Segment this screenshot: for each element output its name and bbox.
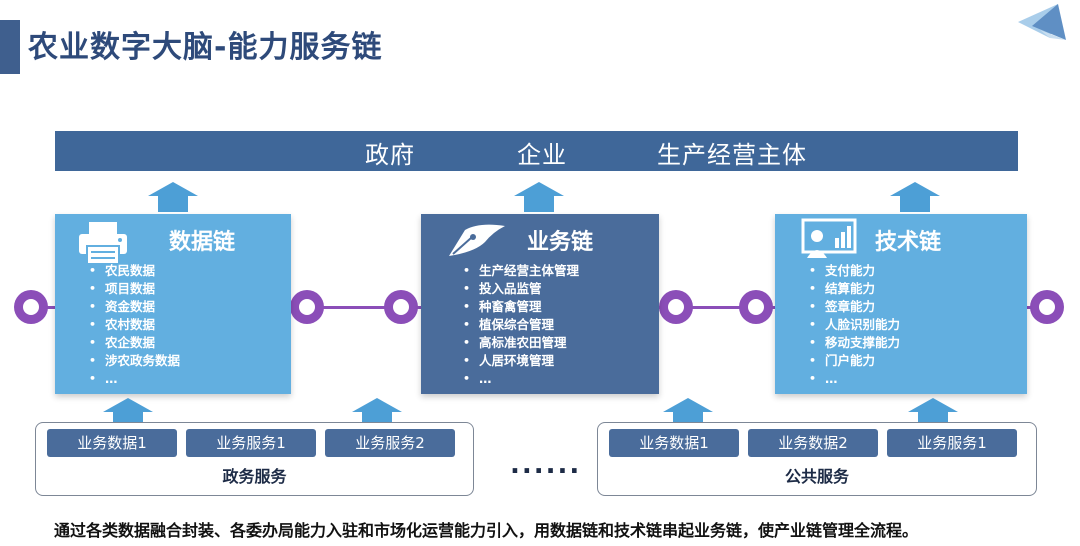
list-item: 生产经营主体管理 xyxy=(463,262,579,280)
chain-ring xyxy=(659,290,693,324)
list-item: … xyxy=(463,370,579,388)
gov-chip: 业务服务2 xyxy=(325,429,455,457)
list-item: 结算能力 xyxy=(809,280,900,298)
gov-services-label: 政务服务 xyxy=(222,467,287,486)
public-services-group: 业务数据1 业务数据2 业务服务1 公共服务 xyxy=(597,422,1037,496)
list-item: 高标准农田管理 xyxy=(463,334,579,352)
public-chip: 业务数据2 xyxy=(748,429,878,457)
list-item: 支付能力 xyxy=(809,262,900,280)
list-item: 农企数据 xyxy=(89,334,180,352)
list-item: 项目数据 xyxy=(89,280,180,298)
list-item: 农民数据 xyxy=(89,262,180,280)
banner-producer: 生产经营主体 xyxy=(657,141,807,169)
list-item: 植保综合管理 xyxy=(463,316,579,334)
stakeholder-banner: 政府 企业 生产经营主体 xyxy=(55,131,1018,171)
list-item: 移动支撑能力 xyxy=(809,334,900,352)
title-accent-bar xyxy=(0,20,20,74)
data-chain-list: 农民数据 项目数据 资金数据 农村数据 农企数据 涉农政务数据 … xyxy=(75,262,180,388)
public-chip: 业务服务1 xyxy=(887,429,1017,457)
data-chain-title: 数据链 xyxy=(169,230,236,255)
list-item: 农村数据 xyxy=(89,316,180,334)
up-arrow xyxy=(890,182,940,212)
footer-summary: 通过各类数据融合封装、各委办局能力入驻和市场化运营能力引入，用数据链和技术链串起… xyxy=(54,521,919,540)
up-arrow xyxy=(514,182,564,212)
banner-government: 政府 xyxy=(365,141,415,169)
list-item: 涉农政务数据 xyxy=(89,352,180,370)
list-item: … xyxy=(89,370,180,388)
list-item: 门户能力 xyxy=(809,352,900,370)
public-chip: 业务数据1 xyxy=(609,429,739,457)
list-item: 人居环境管理 xyxy=(463,352,579,370)
business-chain-card: 业务链 生产经营主体管理 投入品监管 种畜禽管理 植保综合管理 高标准农田管理 … xyxy=(421,214,659,394)
gov-chip: 业务数据1 xyxy=(47,429,177,457)
list-item: 签章能力 xyxy=(809,298,900,316)
public-services-label: 公共服务 xyxy=(784,467,849,486)
chain-ring xyxy=(384,290,418,324)
list-item: 投入品监管 xyxy=(463,280,579,298)
ellipsis: ...... xyxy=(510,450,582,480)
banner-enterprise: 企业 xyxy=(517,141,567,169)
data-chain-card: 数据链 农民数据 项目数据 资金数据 农村数据 农企数据 涉农政务数据 … xyxy=(55,214,291,394)
list-item: … xyxy=(809,370,900,388)
page-title: 农业数字大脑-能力服务链 xyxy=(28,30,383,65)
pen-nib-icon xyxy=(449,224,505,256)
chain-ring xyxy=(1030,290,1064,324)
business-chain-list: 生产经营主体管理 投入品监管 种畜禽管理 植保综合管理 高标准农田管理 人居环境… xyxy=(449,262,579,388)
chain-ring xyxy=(290,290,324,324)
tech-chain-list: 支付能力 结算能力 签章能力 人脸识别能力 移动支撑能力 门户能力 … xyxy=(795,262,900,388)
presentation-icon xyxy=(801,218,857,258)
chain-ring xyxy=(739,290,773,324)
tech-chain-card: 技术链 支付能力 结算能力 签章能力 人脸识别能力 移动支撑能力 门户能力 … xyxy=(775,214,1027,394)
list-item: 种畜禽管理 xyxy=(463,298,579,316)
list-item: 人脸识别能力 xyxy=(809,316,900,334)
list-item: 资金数据 xyxy=(89,298,180,316)
business-chain-title: 业务链 xyxy=(527,230,594,255)
printer-icon xyxy=(79,222,127,265)
chain-ring xyxy=(14,290,48,324)
up-arrow xyxy=(148,182,198,212)
gov-chip: 业务服务1 xyxy=(186,429,316,457)
tech-chain-title: 技术链 xyxy=(875,230,942,255)
gov-services-group: 业务数据1 业务服务1 业务服务2 政务服务 xyxy=(35,422,474,496)
corner-logo-icon xyxy=(1018,4,1066,40)
